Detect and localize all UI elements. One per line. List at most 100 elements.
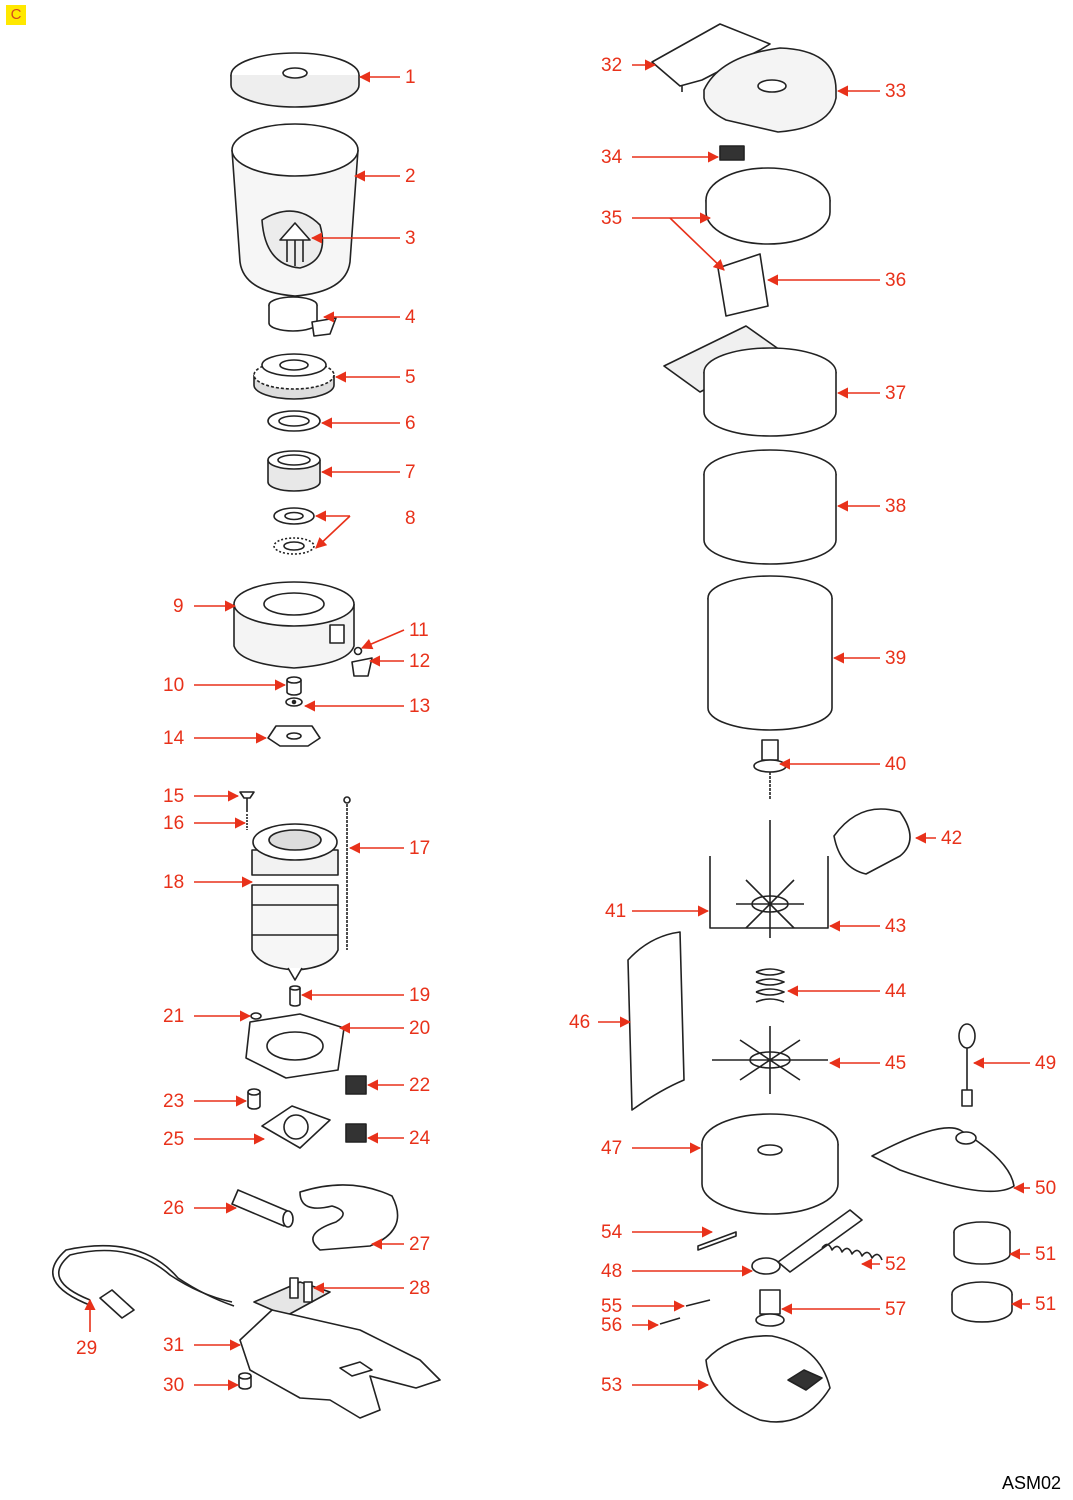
callout-49: 49: [1035, 1053, 1056, 1074]
part-13-washer: [285, 697, 303, 707]
part-19-coupling: [289, 985, 301, 1007]
callout-19: 19: [409, 985, 430, 1006]
callout-12: 12: [409, 651, 430, 672]
part-32-dosing-lid-bracket: [651, 23, 771, 92]
part-48-lever-arm: [751, 1209, 863, 1275]
part-52-spring: [821, 1243, 883, 1261]
callout-54: 54: [601, 1222, 623, 1243]
callout-57: 57: [885, 1299, 906, 1320]
part-40-spindle: [753, 739, 787, 800]
part-55-spring-pin: [685, 1299, 711, 1307]
callout-44: 44: [885, 981, 907, 1002]
callout-16: 16: [163, 813, 184, 834]
part-38-doser-ring: [703, 449, 837, 565]
part-15-screw: [239, 791, 255, 812]
part-45-lower-star: [712, 1026, 828, 1094]
callout-45: 45: [885, 1053, 906, 1074]
callout-51b: 51: [1035, 1294, 1056, 1315]
callout-14: 14: [163, 728, 185, 749]
part-11-screw: [353, 646, 363, 656]
callout-32: 32: [601, 55, 622, 76]
part-57-cam: [755, 1289, 785, 1327]
callout-6: 6: [405, 413, 416, 434]
callout-22: 22: [409, 1075, 430, 1096]
page-tag: C: [6, 5, 26, 25]
callout-33: 33: [885, 81, 906, 102]
callout-26: 26: [163, 1198, 184, 1219]
callout-50: 50: [1035, 1178, 1056, 1199]
part-51-knob-lower: [951, 1281, 1013, 1323]
part-29-power-cord: [52, 1244, 235, 1319]
part-26-capacitor: [231, 1189, 294, 1228]
callout-46: 46: [569, 1012, 590, 1033]
part-50-fork-holder: [871, 1127, 1015, 1193]
part-20-motor-plate: [245, 1013, 345, 1079]
callout-8: 8: [405, 508, 416, 529]
part-34-microswitch: [719, 145, 745, 161]
part-54-pin: [697, 1231, 737, 1251]
part-56-pin: [659, 1317, 681, 1325]
part-33-dosing-lid: [703, 47, 837, 133]
part-51-knob-upper: [953, 1221, 1011, 1265]
callout-39: 39: [885, 648, 906, 669]
callout-20: 20: [409, 1018, 430, 1039]
part-6-washer: [267, 410, 321, 432]
callout-13: 13: [409, 696, 430, 717]
callout-9: 9: [173, 596, 184, 617]
callout-40: 40: [885, 754, 906, 775]
part-49-brush: [958, 1023, 976, 1107]
callout-1: 1: [405, 67, 416, 88]
callout-52: 52: [885, 1254, 906, 1275]
callout-56: 56: [601, 1315, 622, 1336]
part-35-lid-ring: [705, 167, 831, 245]
part-44-spring: [755, 968, 785, 1003]
part-22-switch: [345, 1075, 367, 1095]
callout-4: 4: [405, 307, 416, 328]
part-12-clip: [351, 657, 373, 677]
callout-15: 15: [163, 786, 184, 807]
callout-37: 37: [885, 383, 906, 404]
callout-43: 43: [885, 916, 906, 937]
callout-25: 25: [163, 1129, 184, 1150]
part-2-bean-hopper: [231, 123, 359, 297]
part-42-dosing-plate: [833, 808, 911, 875]
part-43-dosing-star: [736, 870, 804, 938]
part-37-doser-top: [663, 325, 837, 437]
callout-2: 2: [405, 166, 416, 187]
callout-47: 47: [601, 1138, 622, 1159]
part-17-tie-rod: [343, 796, 351, 950]
callout-23: 23: [163, 1091, 184, 1112]
callout-10: 10: [163, 675, 184, 696]
callout-51a: 51: [1035, 1244, 1056, 1265]
callout-48: 48: [601, 1261, 622, 1282]
part-1-hopper-lid: [230, 52, 360, 108]
part-30-foot: [238, 1372, 252, 1390]
part-41-star-frame: [709, 820, 829, 929]
callout-31: 31: [163, 1335, 184, 1356]
callout-36: 36: [885, 270, 906, 291]
callout-41: 41: [605, 901, 626, 922]
callout-7: 7: [405, 462, 416, 483]
part-27-gasket: [299, 1184, 399, 1251]
callout-28: 28: [409, 1278, 430, 1299]
part-8-burr-set: [273, 507, 315, 555]
callout-27: 27: [409, 1234, 430, 1255]
callout-30: 30: [163, 1375, 184, 1396]
part-21-nut: [250, 1012, 262, 1020]
part-36-flap: [717, 253, 769, 317]
callout-17: 17: [409, 838, 430, 859]
callout-3: 3: [405, 228, 416, 249]
part-39-doser-cylinder: [707, 575, 833, 731]
part-5-adjustment-ring: [253, 353, 335, 400]
callout-55: 55: [601, 1296, 622, 1317]
part-10-spacer: [286, 676, 302, 696]
leader-8b: [315, 515, 351, 549]
callout-53: 53: [601, 1375, 622, 1396]
part-28-control-board: [253, 1277, 331, 1317]
callout-5: 5: [405, 367, 416, 388]
part-24-switch: [345, 1123, 367, 1143]
callout-18: 18: [163, 872, 184, 893]
part-7-threaded-collar: [267, 450, 321, 492]
callout-34: 34: [601, 147, 623, 168]
